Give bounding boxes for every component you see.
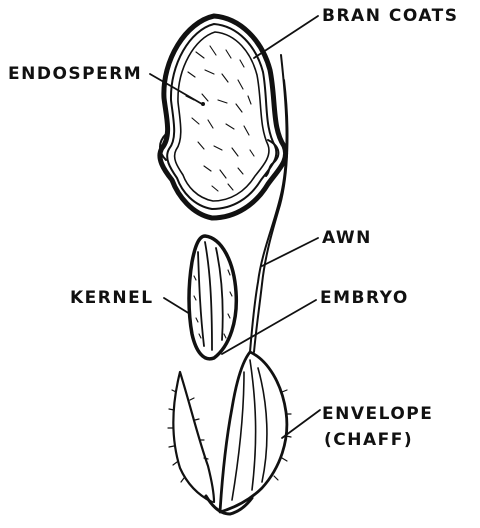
endosperm-marker-dot <box>201 102 205 106</box>
label-awn: AWN <box>322 228 372 248</box>
label-envelope: ENVELOPE <box>322 404 433 424</box>
leader-bran-coats <box>254 16 318 58</box>
kernel-crease <box>198 242 223 350</box>
leader-lines <box>150 16 320 438</box>
label-bran-coats: BRAN COATS <box>322 6 459 26</box>
leader-endosperm <box>150 74 202 104</box>
grain-cross-section <box>160 16 286 218</box>
label-kernel: KERNEL <box>70 288 154 308</box>
awn <box>250 55 287 352</box>
chaff-left-bract <box>173 372 214 502</box>
chaff-main-bract <box>220 352 287 512</box>
awn-stroke-2 <box>254 80 287 352</box>
label-embryo: EMBRYO <box>320 288 409 308</box>
label-chaff: (CHAFF) <box>324 430 413 450</box>
kernel <box>189 236 236 359</box>
leader-kernel <box>164 298 190 314</box>
bran-coat-middle <box>167 24 276 209</box>
endosperm-stipple <box>186 46 254 191</box>
label-endosperm: ENDOSPERM <box>8 64 142 84</box>
envelope-chaff <box>168 352 291 514</box>
